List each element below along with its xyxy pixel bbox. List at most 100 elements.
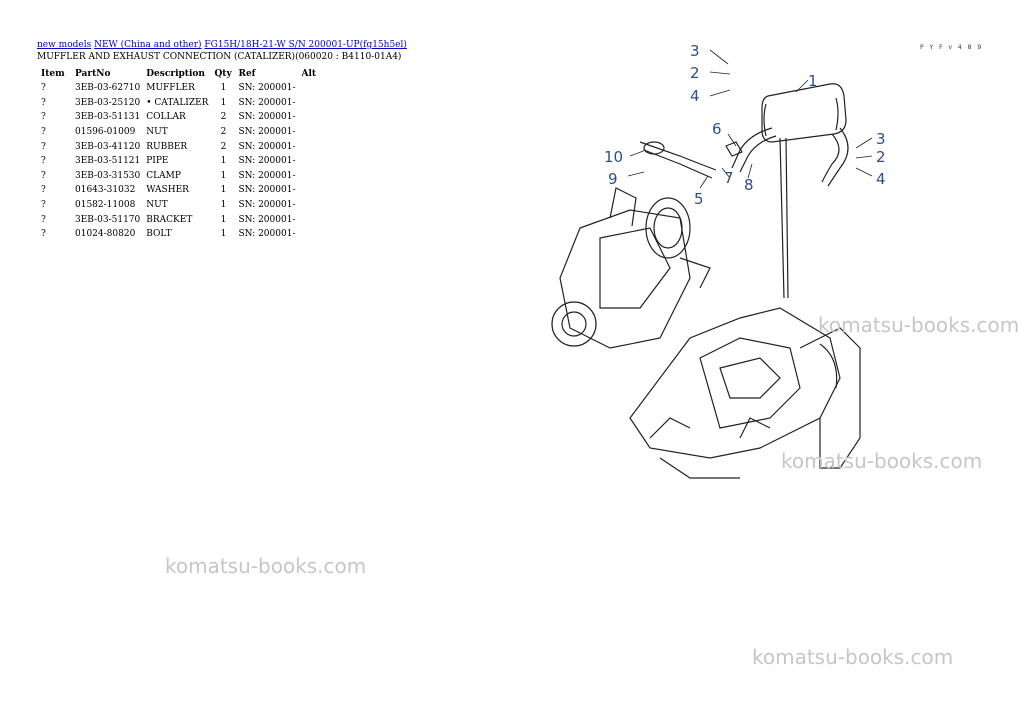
watermark-2: komatsu-books.com <box>781 449 983 473</box>
table-row: ? 01643-31032 WASHER 1 SN: 200001- <box>36 183 319 198</box>
cell-item: ? <box>41 112 46 123</box>
cell-alt <box>298 212 319 227</box>
cell-alt <box>298 227 319 242</box>
callout-1: 1 <box>808 72 818 90</box>
cell-part: 01024-80820 <box>75 229 136 240</box>
cell-part: 3EB-03-51131 <box>75 112 141 123</box>
cell-ref: SN: 200001- <box>238 112 296 123</box>
col-header-qty: Qty <box>214 68 232 79</box>
cell-alt <box>298 139 319 154</box>
callout-4-right: 4 <box>876 170 886 188</box>
drawing-code: P Y F v 4 8 9 <box>920 44 984 51</box>
cell-part: 3EB-03-25120 <box>75 97 141 108</box>
watermark-1: komatsu-books.com <box>818 313 1020 337</box>
cell-part: 3EB-03-51121 <box>75 156 141 167</box>
cell-alt <box>298 96 319 111</box>
cell-alt <box>298 110 319 125</box>
callout-6: 6 <box>712 120 722 138</box>
cell-alt <box>298 198 319 213</box>
cell-item: ? <box>41 83 46 94</box>
col-header-partno: PartNo <box>75 68 111 79</box>
cell-desc: BOLT <box>146 229 172 240</box>
col-header-alt: Alt <box>301 68 317 79</box>
callout-3-right: 3 <box>876 130 886 148</box>
cell-qty: 2 <box>220 127 227 138</box>
cell-part: 3EB-03-31530 <box>75 170 141 181</box>
col-header-description: Description <box>146 68 205 79</box>
cell-item: ? <box>41 214 46 225</box>
cell-desc: NUT <box>146 200 168 211</box>
cell-qty: 1 <box>220 83 227 94</box>
cell-item: ? <box>41 156 46 167</box>
cell-item: ? <box>41 229 46 240</box>
callout-7: 7 <box>724 169 734 187</box>
cell-ref: SN: 200001- <box>238 229 296 240</box>
cell-item: ? <box>41 141 46 152</box>
cell-qty: 1 <box>220 214 227 225</box>
page-subtitle: MUFFLER AND EXHAUST CONNECTION (CATALIZE… <box>37 52 402 62</box>
cell-alt <box>298 169 319 184</box>
table-row: ? 01024-80820 BOLT 1 SN: 200001- <box>36 227 319 242</box>
cell-ref: SN: 200001- <box>238 141 296 152</box>
cell-item: ? <box>41 170 46 181</box>
cell-desc: CLAMP <box>146 170 181 181</box>
cell-part: 3EB-03-41120 <box>75 141 141 152</box>
cell-qty: 1 <box>220 200 227 211</box>
cell-alt <box>298 125 319 140</box>
callout-2-top: 2 <box>690 64 700 82</box>
callout-8: 8 <box>744 176 754 194</box>
cell-alt <box>298 183 319 198</box>
callout-5: 5 <box>694 190 704 208</box>
breadcrumb-link-new-models[interactable]: new models <box>37 40 92 50</box>
cell-part: 3EB-03-62710 <box>75 83 141 94</box>
cell-ref: SN: 200001- <box>238 97 296 108</box>
parts-diagram: 3 2 4 1 6 10 9 7 8 5 3 2 4 <box>551 42 886 479</box>
cell-qty: 1 <box>220 185 227 196</box>
cell-item: ? <box>41 200 46 211</box>
table-row: ? 01582-11008 NUT 1 SN: 200001- <box>36 198 319 213</box>
cell-item: ? <box>41 97 46 108</box>
callout-9: 9 <box>608 170 618 188</box>
col-header-ref: Ref <box>238 68 256 79</box>
cell-ref: SN: 200001- <box>238 185 296 196</box>
cell-ref: SN: 200001- <box>238 156 296 167</box>
cell-ref: SN: 200001- <box>238 127 296 138</box>
cell-alt <box>298 154 319 169</box>
cell-desc: NUT <box>146 127 168 138</box>
cell-desc: WASHER <box>146 185 189 196</box>
cell-desc: • CATALIZER <box>146 97 209 108</box>
cell-ref: SN: 200001- <box>238 83 296 94</box>
breadcrumb-link-new-china[interactable]: NEW (China and other) <box>94 40 202 50</box>
cell-qty: 1 <box>220 229 227 240</box>
table-row: ? 3EB-03-25120 • CATALIZER 1 SN: 200001- <box>36 96 319 111</box>
cell-desc: MUFFLER <box>146 83 195 94</box>
cell-part: 3EB-03-51170 <box>75 214 141 225</box>
breadcrumb: new models NEW (China and other) FG15H/1… <box>37 40 407 50</box>
cell-item: ? <box>41 127 46 138</box>
leader-lines <box>627 49 873 189</box>
callout-labels: 3 2 4 1 6 10 9 7 8 5 3 2 4 <box>604 42 886 208</box>
parts-table: Item PartNo Description Qty Ref Alt ? 3EB… <box>36 66 319 242</box>
cell-desc: BRACKET <box>146 214 193 225</box>
cell-ref: SN: 200001- <box>238 170 296 181</box>
callout-2-right: 2 <box>876 148 886 166</box>
cell-ref: SN: 200001- <box>238 200 296 211</box>
cell-part: 01643-31032 <box>75 185 136 196</box>
breadcrumb-link-model[interactable]: FG15H/18H-21-W S/N 200001-UP(fg15h5el) <box>204 40 407 50</box>
cell-alt <box>298 81 319 96</box>
cell-part: 01582-11008 <box>75 200 136 211</box>
callout-3-top: 3 <box>690 42 700 60</box>
col-header-item: Item <box>41 68 65 79</box>
cell-desc: RUBBER <box>146 141 188 152</box>
cell-item: ? <box>41 185 46 196</box>
cell-qty: 2 <box>220 112 227 123</box>
cell-part: 01596-01009 <box>75 127 136 138</box>
cell-qty: 1 <box>220 97 227 108</box>
diagram-linework <box>551 83 861 479</box>
callout-10: 10 <box>604 148 623 166</box>
